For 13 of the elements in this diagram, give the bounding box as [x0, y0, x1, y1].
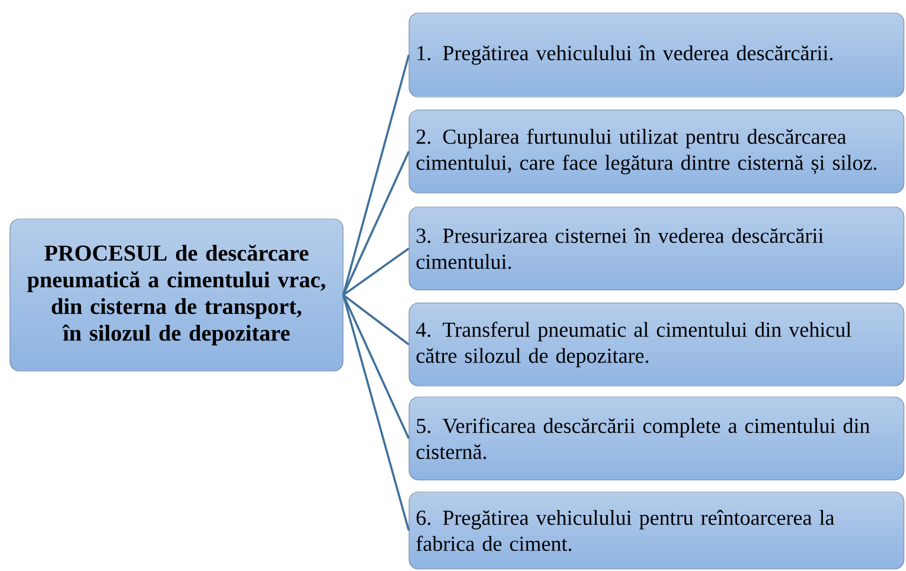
step-box: 1. Pregătirea vehiculului în vederea descărcării.: [408, 12, 904, 98]
connector-line: [342, 294, 410, 346]
step-box: 2. Cuplarea furtunului utilizat pentru descărcarea cimentului, care face legătura dintre cisternă și siloz.: [408, 110, 904, 194]
connector-line: [342, 294, 410, 439]
connector-line: [342, 248, 410, 296]
step-box: 6. Pregătirea vehiculului pentru reîntoarcerea la fabrica de ciment.: [408, 492, 904, 570]
connector-line: [342, 151, 410, 296]
connector-line: [342, 294, 410, 531]
step-box: 4. Transferul pneumatic al cimentului din vehicul către silozul de depozitare.: [408, 302, 904, 386]
topic-box: PROCESUL de descărcare pneumatică a cimentului vrac, din cisterna de transport, în silozul de depozitare: [10, 218, 344, 372]
step-box: 3. Presurizarea cisternei în vederea descărcării cimentului.: [408, 206, 904, 290]
connector-line: [342, 54, 410, 296]
step-box: 5. Verificarea descărcării complete a cimentului din cisternă.: [408, 396, 904, 480]
